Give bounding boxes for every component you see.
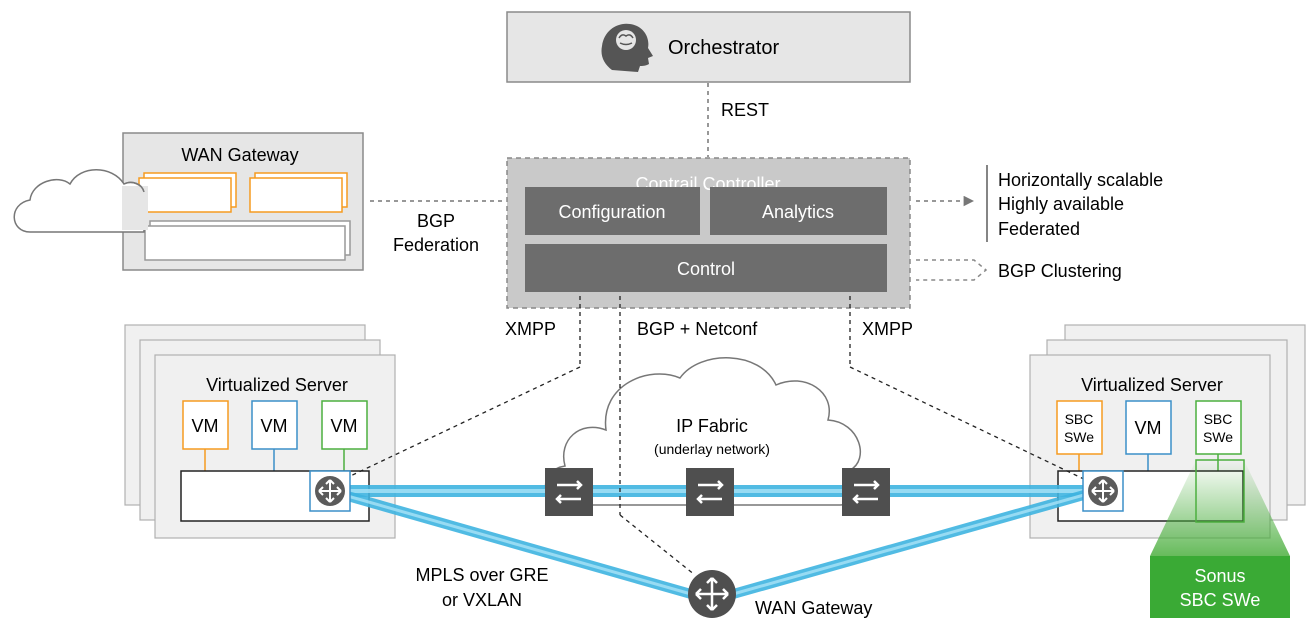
brain-head-icon <box>601 23 653 73</box>
control-block <box>525 244 887 292</box>
property-scalable: Horizontally scalable <box>998 170 1163 190</box>
ip-fabric-cloud: IP Fabric (underlay network) <box>544 357 863 506</box>
overlay-tunnels <box>324 485 1104 605</box>
property-federated: Federated <box>998 219 1080 239</box>
fabric-switch-icon <box>545 468 593 516</box>
bgp-federation-label-2: Federation <box>393 235 479 255</box>
configuration-block <box>525 187 700 235</box>
ip-fabric-title: IP Fabric <box>676 416 748 436</box>
right-vm-sbc-3-line2: SWe <box>1203 429 1233 445</box>
fabric-switch-icon <box>686 468 734 516</box>
xmpp-right-label: XMPP <box>862 319 913 339</box>
left-vrouter-icon <box>309 470 351 512</box>
left-vm-3-label: VM <box>331 416 358 436</box>
left-server-stack: Virtualized Server VM VM VM <box>124 324 396 539</box>
right-vrouter-icon <box>1082 470 1124 512</box>
bgp-federation-label-1: BGP <box>417 211 455 231</box>
mpls-label-2: or VXLAN <box>442 590 522 610</box>
sonus-label-1: Sonus <box>1194 566 1245 586</box>
right-vm-sbc-3 <box>1195 400 1242 455</box>
right-vm-sbc-1-line2: SWe <box>1064 429 1094 445</box>
control-label: Control <box>677 259 735 279</box>
orchestrator-label: Orchestrator <box>668 37 779 59</box>
bgp-clustering-label: BGP Clustering <box>998 261 1122 281</box>
sonus-label-2: SBC SWe <box>1180 590 1261 610</box>
orchestrator-box: Orchestrator <box>506 11 911 83</box>
xmpp-left-label: XMPP <box>505 319 556 339</box>
bgp-clustering-loop <box>916 259 988 281</box>
rest-label: REST <box>721 100 769 120</box>
left-vm-2 <box>251 400 298 450</box>
wan-gateway-title: WAN Gateway <box>181 145 298 165</box>
analytics-label: Analytics <box>762 202 834 222</box>
left-vm-1 <box>182 400 229 450</box>
contrail-controller: Contrail Controller Configuration Analyt… <box>506 157 911 309</box>
wan-gateway-box: WAN Gateway <box>122 132 364 271</box>
analytics-block <box>710 187 887 235</box>
bgp-netconf-label: BGP + Netconf <box>637 319 758 339</box>
right-vm-2 <box>1125 400 1172 455</box>
right-vm-2-label: VM <box>1135 418 1162 438</box>
configuration-label: Configuration <box>558 202 665 222</box>
ip-fabric-subtitle: (underlay network) <box>654 441 770 457</box>
left-vm-2-label: VM <box>261 416 288 436</box>
wan-gateway-router-icon <box>688 570 736 618</box>
mpls-label-1: MPLS over GRE <box>415 565 548 585</box>
sonus-callout: Sonus SBC SWe <box>1150 459 1290 618</box>
left-vm-3 <box>321 400 368 450</box>
right-vm-sbc-1 <box>1056 400 1103 455</box>
right-server-title: Virtualized Server <box>1081 375 1223 395</box>
wan-gateway-bottom-label: WAN Gateway <box>755 598 872 618</box>
sonus-sbc-swe-box <box>1150 556 1290 618</box>
right-vm-sbc-3-line1: SBC <box>1204 411 1233 427</box>
left-server-title: Virtualized Server <box>206 375 348 395</box>
right-vm-sbc-1-line1: SBC <box>1065 411 1094 427</box>
property-available: Highly available <box>998 194 1124 214</box>
fabric-switch-icon <box>842 468 890 516</box>
left-vm-1-label: VM <box>192 416 219 436</box>
